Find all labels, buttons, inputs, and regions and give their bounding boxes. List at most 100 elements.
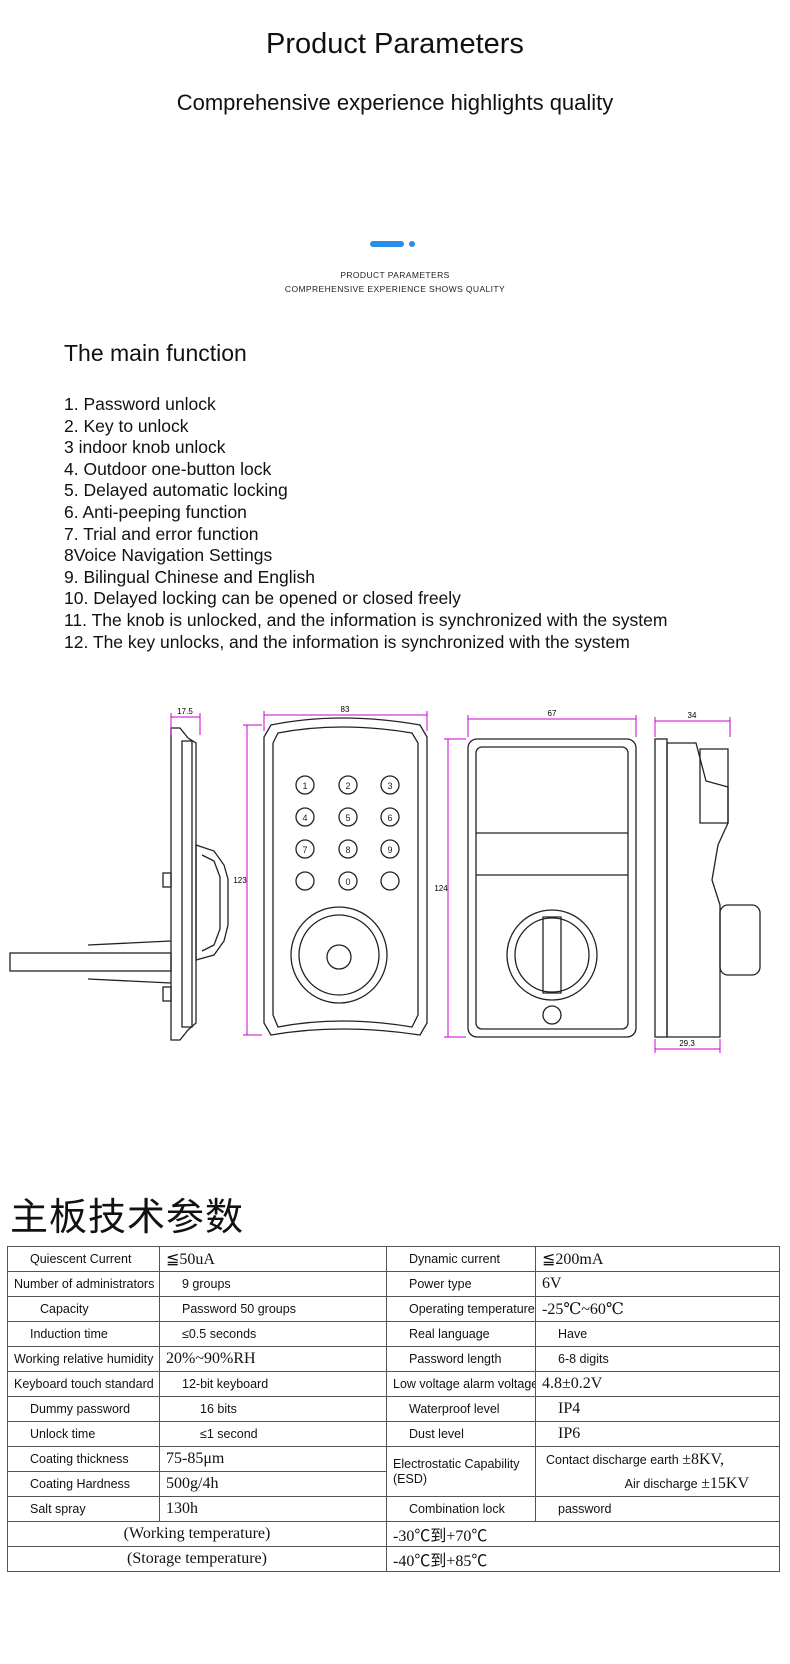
spec-label: Combination lock — [386, 1496, 536, 1522]
spec-value: ≤0.5 seconds — [159, 1321, 387, 1347]
dimension-label: 34 — [688, 711, 697, 720]
divider-bar — [370, 241, 404, 247]
key-label: 2 — [345, 781, 350, 791]
section-caption-2: COMPREHENSIVE EXPERIENCE SHOWS QUALITY — [284, 284, 506, 294]
spec-value: IP6 — [535, 1421, 780, 1447]
spec-value: Password 50 groups — [159, 1296, 387, 1322]
working-temp-label: (Working temperature) — [7, 1521, 387, 1547]
spec-label: Keyboard touch standard — [7, 1371, 160, 1397]
spec-label: Waterproof level — [386, 1396, 536, 1422]
spec-label: Operating temperature — [386, 1296, 536, 1322]
key-label: 5 — [345, 813, 350, 823]
key-label: 6 — [387, 813, 392, 823]
spec-value: 500g/4h — [159, 1471, 387, 1497]
dimension-label: 83 — [341, 705, 350, 714]
board-specs-table: Quiescent Current ≦50uA Dynamic current … — [7, 1246, 780, 1572]
functions-title: The main function — [64, 340, 247, 366]
spec-value: 4.8±0.2V — [535, 1371, 780, 1397]
esd-values: Contact discharge earth ±8KV, Air discha… — [535, 1446, 780, 1497]
lock-technical-drawing: 1 2 3 4 5 6 7 8 9 0 17.5 83 123 67 124 3… — [9, 705, 761, 1053]
key-label: 4 — [302, 813, 307, 823]
spec-label: Low voltage alarm voltage — [386, 1371, 536, 1397]
table-row: Number of administrators 9 groups Power … — [7, 1271, 780, 1297]
table-row: Salt spray 130h Combination lock passwor… — [7, 1496, 780, 1522]
side-knob-view — [654, 738, 761, 1038]
table-row: (Working temperature) -30℃到+70℃ — [7, 1521, 780, 1547]
esd-contact-value: ±8KV, — [682, 1450, 725, 1468]
key-label: 1 — [302, 781, 307, 791]
dimension-label: 123 — [233, 876, 247, 885]
spec-value: 130h — [159, 1496, 387, 1522]
spec-label: Dummy password — [7, 1396, 160, 1422]
key-label: 8 — [345, 845, 350, 855]
spec-label: Real language — [386, 1321, 536, 1347]
spec-label: Salt spray — [7, 1496, 160, 1522]
spec-value: password — [535, 1496, 780, 1522]
decorative-divider — [370, 240, 415, 248]
dimension-label: 67 — [548, 709, 557, 718]
table-row: Quiescent Current ≦50uA Dynamic current … — [7, 1246, 780, 1272]
storage-temp-label: (Storage temperature) — [7, 1546, 387, 1572]
page-title: Product Parameters — [266, 28, 524, 60]
spec-label: Capacity — [7, 1296, 160, 1322]
function-item: 12. The key unlocks, and the information… — [64, 631, 630, 652]
esd-contact: Contact discharge earth ±8KV, — [546, 1448, 779, 1472]
key-label: 0 — [345, 877, 350, 887]
dimension-label: 17.5 — [177, 707, 193, 716]
spec-label: Working relative humidity — [7, 1346, 160, 1372]
function-item: 8Voice Navigation Settings — [64, 545, 273, 566]
spec-value: -25℃~60℃ — [535, 1296, 780, 1322]
function-item: 3 indoor knob unlock — [64, 437, 226, 458]
spec-label: Power type — [386, 1271, 536, 1297]
spec-label: Coating thickness — [7, 1446, 160, 1472]
spec-label: Quiescent Current — [7, 1246, 160, 1272]
spec-label: Induction time — [7, 1321, 160, 1347]
page-subtitle: Comprehensive experience highlights qual… — [176, 90, 614, 115]
dimension-label: 124 — [434, 884, 448, 893]
spec-value: 16 bits — [159, 1396, 387, 1422]
working-temp-value: -30℃到+70℃ — [386, 1521, 780, 1547]
table-row: Dummy password 16 bits Waterproof level … — [7, 1396, 780, 1422]
spec-label: Dust level — [386, 1421, 536, 1447]
dimension-label: 29.3 — [679, 1039, 695, 1048]
spec-value: ≦200mA — [535, 1246, 780, 1272]
divider-dot — [409, 241, 415, 247]
function-item: 7. Trial and error function — [64, 523, 259, 544]
spec-label: Number of administrators — [7, 1271, 160, 1297]
spec-value: 6V — [535, 1271, 780, 1297]
table-row: Capacity Password 50 groups Operating te… — [7, 1296, 780, 1322]
spec-value: ≦50uA — [159, 1246, 387, 1272]
spec-label: Password length — [386, 1346, 536, 1372]
function-item: 6. Anti-peeping function — [64, 501, 247, 522]
inside-back-view — [467, 738, 637, 1038]
table-row: Coating thickness 75-85μm Electrostatic … — [7, 1446, 780, 1497]
spec-value: Have — [535, 1321, 780, 1347]
table-row: Induction time ≤0.5 seconds Real languag… — [7, 1321, 780, 1347]
esd-air-value: ±15KV — [701, 1474, 749, 1492]
key-label: 3 — [387, 781, 392, 791]
function-item: 1. Password unlock — [64, 394, 216, 414]
spec-label: Coating Hardness — [7, 1471, 160, 1497]
section-caption-1: PRODUCT PARAMETERS — [340, 270, 450, 280]
esd-air-label: Air discharge — [624, 1476, 698, 1491]
function-list: 1. Password unlock 2. Key to unlock 3 in… — [64, 394, 667, 653]
spec-value: 6-8 digits — [535, 1346, 780, 1372]
spec-value: 75-85μm — [159, 1446, 387, 1472]
storage-temp-value: -40℃到+85℃ — [386, 1546, 780, 1572]
spec-label: Dynamic current — [386, 1246, 536, 1272]
function-item: 10. Delayed locking can be opened or clo… — [64, 588, 461, 609]
key-label: 9 — [387, 845, 392, 855]
table-row: (Storage temperature) -40℃到+85℃ — [7, 1546, 780, 1572]
key-label: 7 — [302, 845, 307, 855]
board-specs-title: 主板技术参数 — [10, 1195, 245, 1239]
spec-value: 20%~90%RH — [159, 1346, 387, 1372]
function-item: 11. The knob is unlocked, and the inform… — [64, 609, 668, 630]
esd-air: Air discharge ±15KV — [546, 1472, 779, 1496]
spec-value: 12-bit keyboard — [159, 1371, 387, 1397]
function-item: 4. Outdoor one-button lock — [64, 458, 272, 479]
function-item: 5. Delayed automatic locking — [64, 480, 288, 501]
side-profile-view — [9, 727, 229, 1041]
esd-label: Electrostatic Capability (ESD) — [386, 1446, 536, 1497]
function-item: 9. Bilingual Chinese and English — [64, 566, 315, 587]
spec-value: 9 groups — [159, 1271, 387, 1297]
